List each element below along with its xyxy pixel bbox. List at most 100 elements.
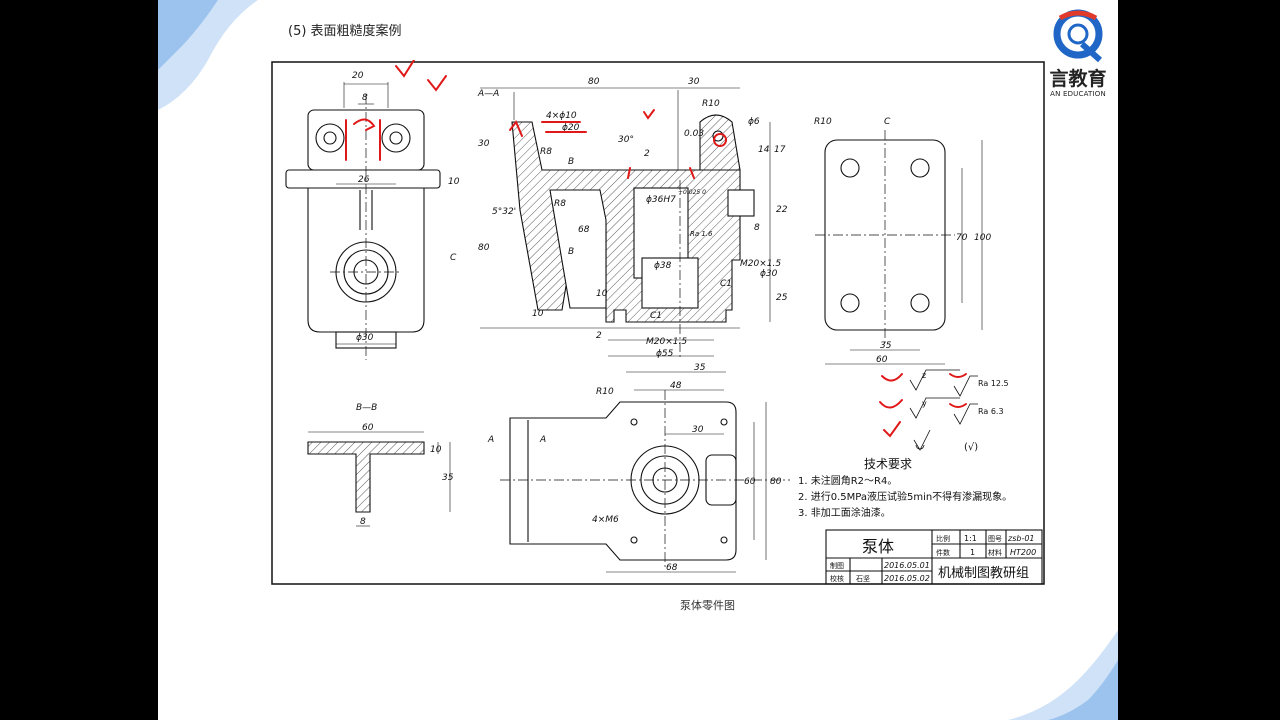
roughness-paren: (√) — [964, 442, 978, 453]
roughness-y: y — [922, 399, 927, 408]
dim-text: 10 — [430, 445, 442, 455]
organization: 机械制图教研组 — [938, 565, 1029, 581]
dim-text: 8 — [362, 93, 368, 103]
dim-text: 4×ϕ10 — [546, 111, 577, 121]
dim-text: 2 — [644, 149, 650, 159]
material-label: 材料 — [988, 548, 1002, 557]
dim-text: 25 — [776, 293, 788, 303]
dim-text: 8 — [754, 223, 760, 233]
dim-text: ϕ30 — [760, 269, 778, 279]
logo-emblem-icon — [1053, 9, 1103, 63]
red-annotations — [345, 60, 967, 438]
roughness-value: Ra 6.3 — [978, 407, 1004, 416]
engineering-drawing: 20 8 26 10 ϕ30 C A—A 80 30 R10 ϕ6 14 17 … — [271, 60, 1045, 585]
figure-caption: 泵体零件图 — [680, 599, 735, 612]
dim-text: 10 — [448, 177, 460, 187]
material-value: HT200 — [1010, 548, 1036, 557]
front-view — [285, 82, 441, 360]
dim-text: 20 — [352, 71, 364, 81]
dim-text: 26 — [358, 175, 370, 185]
scale-label: 比例 — [936, 534, 950, 543]
dim-text: 60 — [362, 423, 374, 433]
qty-label: 件数 — [936, 548, 950, 557]
drawing-no: zsb-01 — [1007, 534, 1035, 543]
dim-text: 35 — [880, 341, 892, 351]
dim-text: 30° — [618, 135, 634, 145]
section-view-aa — [480, 87, 771, 373]
dim-text: 48 — [670, 381, 682, 391]
part-name: 泵体 — [862, 537, 894, 556]
drawing-frame — [271, 61, 1045, 585]
arrow-label: B — [568, 157, 574, 167]
dim-text: 5°32' — [492, 207, 516, 217]
section-label: B—B — [356, 403, 377, 413]
dim-text: R8 — [540, 147, 552, 157]
dim-text: 80 — [770, 477, 782, 487]
dim-text: 14 — [758, 145, 770, 155]
view-c — [815, 130, 983, 365]
arrow-label: A — [539, 435, 546, 445]
arrow-label: A — [487, 435, 494, 445]
dim-text: R8 — [554, 199, 566, 209]
dim-text: +0.025 0 — [678, 189, 706, 196]
dim-text: 60 — [876, 355, 888, 365]
dim-text: 35 — [694, 363, 706, 373]
roughness-z: z — [922, 371, 926, 380]
slide: (5) 表面粗糙度案例 言教育 AN EDUCATION — [158, 0, 1118, 720]
slide-title: (5) 表面粗糙度案例 — [288, 24, 402, 39]
arrow-label: C — [450, 253, 457, 263]
dim-text: ϕ55 — [656, 349, 674, 359]
dim-text: 35 — [442, 473, 454, 483]
dim-text: 4×M6 — [592, 515, 619, 525]
drawing-no-label: 图号 — [988, 535, 1002, 543]
corner-decoration-top-left — [158, 0, 258, 110]
top-view — [500, 389, 790, 573]
dim-text: 30 — [478, 139, 490, 149]
dim-text: ϕ20 — [562, 123, 580, 133]
requirements-heading: 技术要求 — [864, 457, 912, 471]
title-block — [825, 529, 1043, 585]
dim-text: R10 — [814, 117, 832, 127]
dim-text: 8 — [360, 517, 366, 527]
dim-text: Ra 1.6 — [690, 230, 713, 238]
roughness-value: Ra 12.5 — [978, 379, 1009, 388]
arrow-label: B — [568, 247, 574, 257]
dim-text: 80 — [588, 77, 600, 87]
drawn-date: 2016.05.01 — [884, 561, 930, 570]
dim-text: 22 — [776, 205, 788, 215]
dim-text: M20×1.5 — [646, 337, 687, 347]
check-date: 2016.05.02 — [884, 574, 930, 583]
dim-text: 2 — [596, 331, 602, 341]
dim-text: R10 — [702, 99, 720, 109]
section-view-bb — [307, 431, 451, 527]
dim-text: 80 — [478, 243, 490, 253]
dim-text: 68 — [578, 225, 590, 235]
dim-text: ϕ38 — [654, 261, 672, 271]
section-label: A—A — [477, 89, 499, 99]
dim-text: 10 — [532, 309, 544, 319]
requirement-item: 2. 进行0.5MPa液压试验5min不得有渗漏现象。 — [798, 490, 1012, 503]
logo-subtitle: AN EDUCATION — [1050, 90, 1106, 98]
qty-value: 1 — [970, 548, 975, 557]
requirement-item: 1. 未注圆角R2～R4。 — [798, 474, 897, 487]
dim-text: 60 — [744, 477, 756, 487]
dim-text: 0.03 — [684, 129, 704, 139]
dim-text: ϕ36H7 — [646, 195, 676, 205]
dim-text: 100 — [974, 233, 991, 243]
drawn-label: 制图 — [830, 561, 844, 570]
corner-decoration-bottom-right — [1008, 630, 1118, 720]
dim-text: M20×1.5 — [740, 259, 781, 269]
logo: 言教育 AN EDUCATION — [1042, 4, 1114, 100]
dim-text: C1 — [650, 311, 662, 321]
view-label: C — [884, 117, 891, 127]
dim-text: C1 — [720, 279, 732, 289]
dim-text: R10 — [596, 387, 614, 397]
dim-text: 30 — [692, 425, 704, 435]
logo-name: 言教育 — [1049, 68, 1107, 90]
check-label: 校核 — [830, 574, 844, 583]
dim-text: 70 — [956, 233, 968, 243]
dim-text: 17 — [774, 145, 786, 155]
dim-text: 30 — [688, 77, 700, 87]
requirement-item: 3. 非加工面涂油漆。 — [798, 506, 891, 519]
dim-text: 68 — [666, 563, 678, 573]
